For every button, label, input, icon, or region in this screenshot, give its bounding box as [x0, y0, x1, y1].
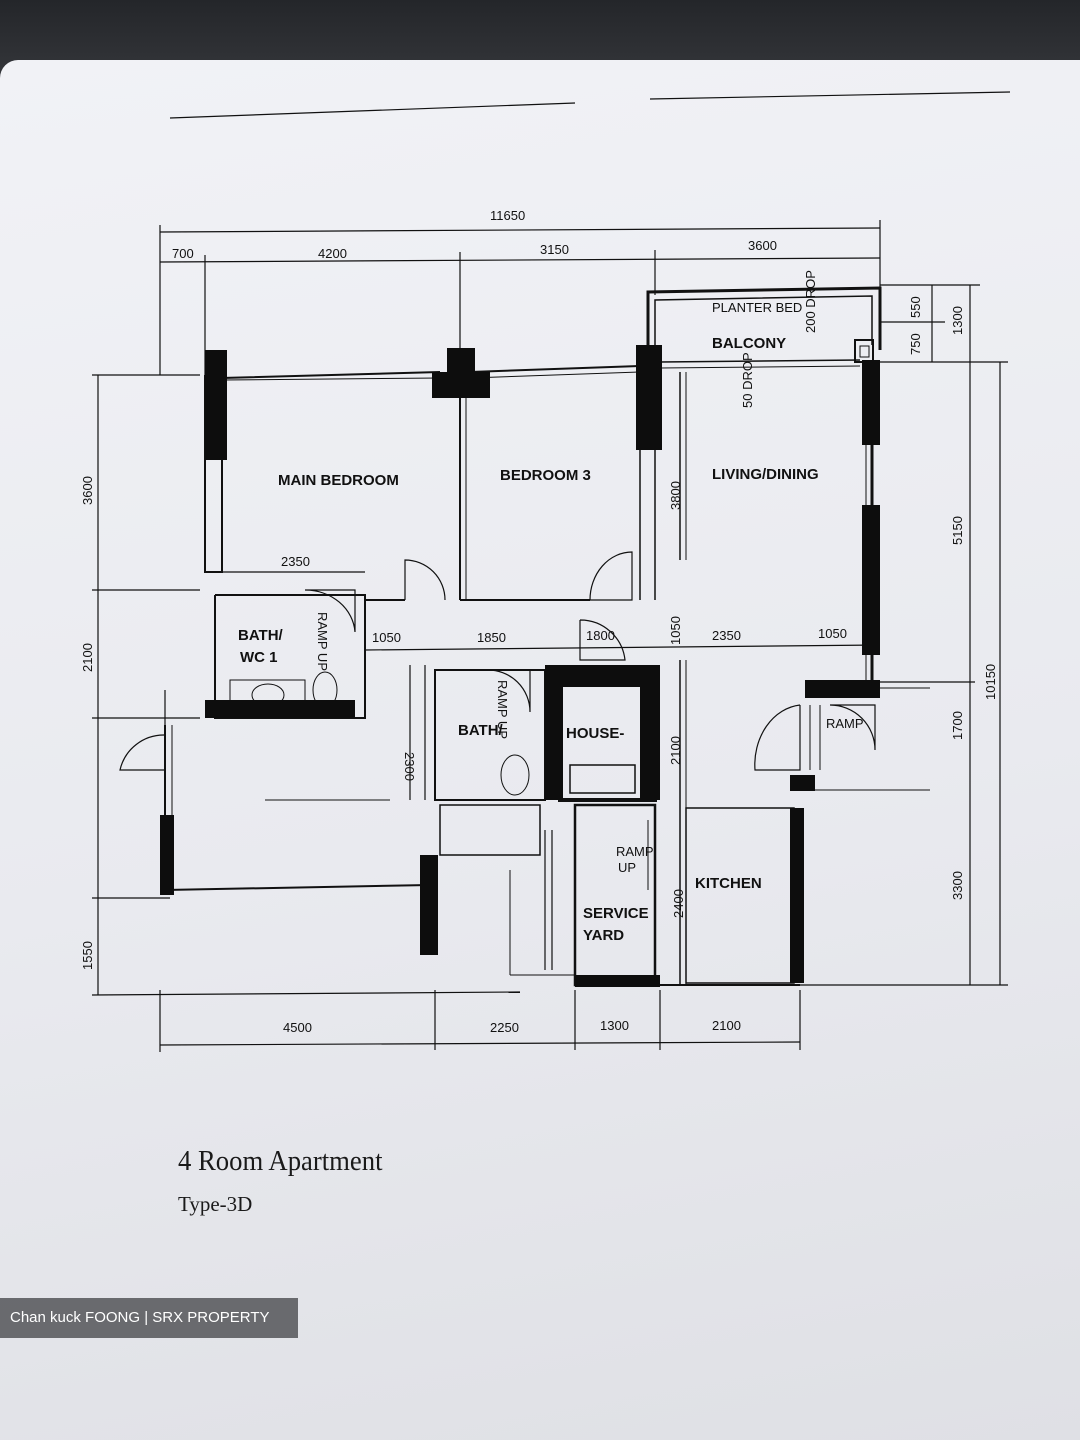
structural-walls — [160, 345, 880, 987]
dim-inner-2100: 2100 — [668, 736, 683, 765]
ramp-annotation: RAMP — [616, 844, 654, 859]
dimension-line-total — [159, 227, 881, 233]
dimension-line-bottom — [159, 1041, 801, 1046]
ramp-up-annotation: RAMP UP — [315, 612, 330, 671]
dim-right-5150: 5150 — [950, 516, 965, 545]
plan-title: 4 Room Apartment — [178, 1145, 383, 1177]
dim-right-550: 550 — [908, 296, 923, 318]
drop-50-annotation: 50 DROP — [740, 352, 755, 408]
balcony-label: BALCONY — [712, 335, 786, 352]
dim-right-1300: 1300 — [950, 306, 965, 335]
dim-top-1: 4200 — [318, 246, 347, 261]
dim-inner-row-4: 2350 — [712, 628, 741, 643]
dim-right-750: 750 — [908, 333, 923, 355]
dim-inner-3800: 3800 — [668, 481, 683, 510]
drop-200-annotation: 200 DROP — [803, 270, 818, 333]
header-rule — [169, 102, 576, 119]
dim-inner-row-2: 1800 — [586, 628, 615, 643]
dim-bottom-2: 1300 — [600, 1018, 629, 1033]
dim-inner-row-1: 1850 — [477, 630, 506, 645]
dim-inner-2300: 2300 — [402, 752, 417, 781]
photo-credit: Chan kuck FOONG | SRX PROPERTY — [0, 1298, 298, 1338]
planter-bed-label: PLANTER BED — [712, 300, 802, 315]
main-bedroom-label: MAIN BEDROOM — [278, 472, 399, 489]
dimension-tick — [91, 991, 521, 996]
dim-right-total: 10150 — [983, 664, 998, 700]
service-yard-label-line2: YARD — [583, 927, 624, 944]
service-yard-label-line1: SERVICE — [583, 905, 649, 922]
bath-wc-1-label-line2: WC 1 — [240, 649, 278, 666]
dim-bottom-1: 2250 — [490, 1020, 519, 1035]
living-dining-label: LIVING/DINING — [712, 466, 819, 483]
household-shelter-label: HOUSE- — [566, 725, 624, 742]
header-rule — [649, 91, 1011, 100]
up-annotation: UP — [618, 860, 636, 875]
dim-bottom-3: 2100 — [712, 1018, 741, 1033]
dim-top-0: 700 — [172, 246, 194, 261]
bath-2-label: BATH/ — [458, 722, 504, 739]
bedroom-3-label: BEDROOM 3 — [500, 467, 591, 484]
kitchen-label: KITCHEN — [695, 875, 762, 892]
dimension-line-inner — [364, 644, 881, 651]
dim-top-2: 3150 — [540, 242, 569, 257]
dim-left-3600: 3600 — [80, 476, 95, 505]
paper-sheet — [0, 60, 1080, 1440]
bath-wc-1-label-line1: BATH/ — [238, 627, 284, 644]
dim-left-2100: 2100 — [80, 643, 95, 672]
dimension-line-top — [159, 257, 881, 263]
plan-subtitle: Type-3D — [178, 1192, 253, 1216]
ramp-annotation: RAMP — [826, 716, 864, 731]
ramp-up-annotation: RAMP UP — [495, 680, 510, 739]
dim-left-1550: 1550 — [80, 941, 95, 970]
dim-right-3300: 3300 — [950, 871, 965, 900]
dim-inner-row-5: 1050 — [818, 626, 847, 641]
dim-inner-row-3: 1050 — [668, 616, 683, 645]
dim-top-3: 3600 — [748, 238, 777, 253]
dim-inner-row-0: 1050 — [372, 630, 401, 645]
dim-top-total: 11650 — [490, 208, 525, 223]
dim-inner-2400: 2400 — [671, 889, 686, 918]
dim-bottom-0: 4500 — [283, 1020, 312, 1035]
dim-right-1700: 1700 — [950, 711, 965, 740]
dim-inner-2350-top: 2350 — [281, 554, 310, 569]
